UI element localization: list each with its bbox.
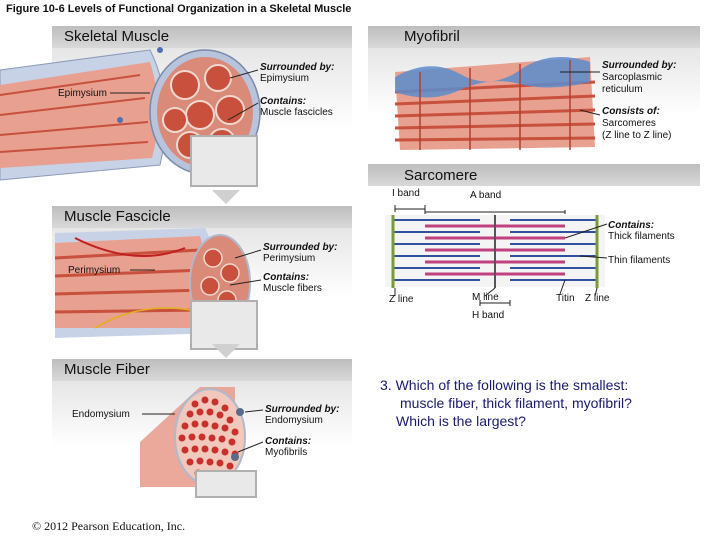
skeletal-muscle-inset (190, 135, 258, 187)
fascicle-surrounded-value: Perimysium (263, 253, 316, 264)
copyright-notice: © 2012 Pearson Education, Inc. (32, 519, 186, 533)
myofibril-header-bar (368, 26, 700, 48)
muscle-fiber-title: Muscle Fiber (64, 361, 150, 378)
sarcomere-title: Sarcomere (404, 167, 478, 184)
skeletal-contains-heading: Contains: (260, 96, 307, 107)
epimysium-label: Epimysium (58, 88, 107, 99)
z-line-left-label: Z line (389, 294, 414, 305)
fiber-pointer (212, 344, 240, 358)
question-line-1: 3. Which of the following is the smalles… (380, 377, 629, 393)
question-line-2: muscle fiber, thick filament, myofibril? (400, 395, 632, 411)
i-band-label: I band (392, 188, 420, 199)
fascicle-pointer (212, 190, 240, 204)
titin-label: Titin (556, 293, 575, 304)
muscle-fiber-inset (195, 470, 257, 498)
muscle-fiber-header-bar (52, 359, 352, 381)
myofibril-consists-line1: Sarcomeres (602, 118, 656, 129)
sarcomere-header-bar (368, 164, 700, 186)
skeletal-surrounded-heading: Surrounded by: (260, 62, 335, 73)
skeletal-muscle-title: Skeletal Muscle (64, 28, 170, 45)
thin-filaments-label: Thin filaments (608, 255, 671, 266)
fiber-contains-value: Myofibrils (265, 447, 308, 458)
z-line-right-label: Z line (585, 293, 610, 304)
fiber-surrounded-heading: Surrounded by: (265, 404, 340, 415)
fascicle-contains-value: Muscle fibers (263, 283, 322, 294)
question-line-3: Which is the largest? (396, 413, 526, 429)
fiber-surrounded-value: Endomysium (265, 415, 323, 426)
sarcomere-illustration (385, 205, 608, 306)
myofibril-surrounded-heading: Surrounded by: (602, 60, 677, 71)
fascicle-contains-heading: Contains: (263, 272, 310, 283)
sarcomere-contains-heading: Contains: (608, 220, 655, 231)
myofibril-surrounded-line1: Sarcoplasmic (602, 72, 663, 83)
m-line-label: M line (472, 292, 499, 303)
fiber-contains-heading: Contains: (265, 436, 312, 447)
myofibril-consists-line2: (Z line to Z line) (602, 130, 672, 141)
a-band-label: A band (470, 190, 502, 201)
h-band-label: H band (472, 310, 505, 321)
sarcomere-contains-value: Thick filaments (608, 231, 675, 242)
muscle-fascicle-header-bar (52, 206, 352, 228)
skeletal-muscle-header-bar (52, 26, 352, 48)
myofibril-surrounded-line2: reticulum (602, 84, 643, 95)
myofibril-consists-heading: Consists of: (602, 106, 660, 117)
myofibril-title: Myofibril (404, 28, 460, 45)
fascicle-surrounded-heading: Surrounded by: (263, 242, 338, 253)
perimysium-label: Perimysium (68, 265, 121, 276)
skeletal-surrounded-value: Epimysium (260, 73, 309, 84)
endomysium-label: Endomysium (72, 409, 130, 420)
figure-title: Figure 10-6 Levels of Functional Organiz… (6, 3, 352, 15)
muscle-fascicle-title: Muscle Fascicle (64, 208, 171, 225)
skeletal-contains-value: Muscle fascicles (260, 107, 333, 118)
myofibril-illustration (394, 57, 596, 150)
